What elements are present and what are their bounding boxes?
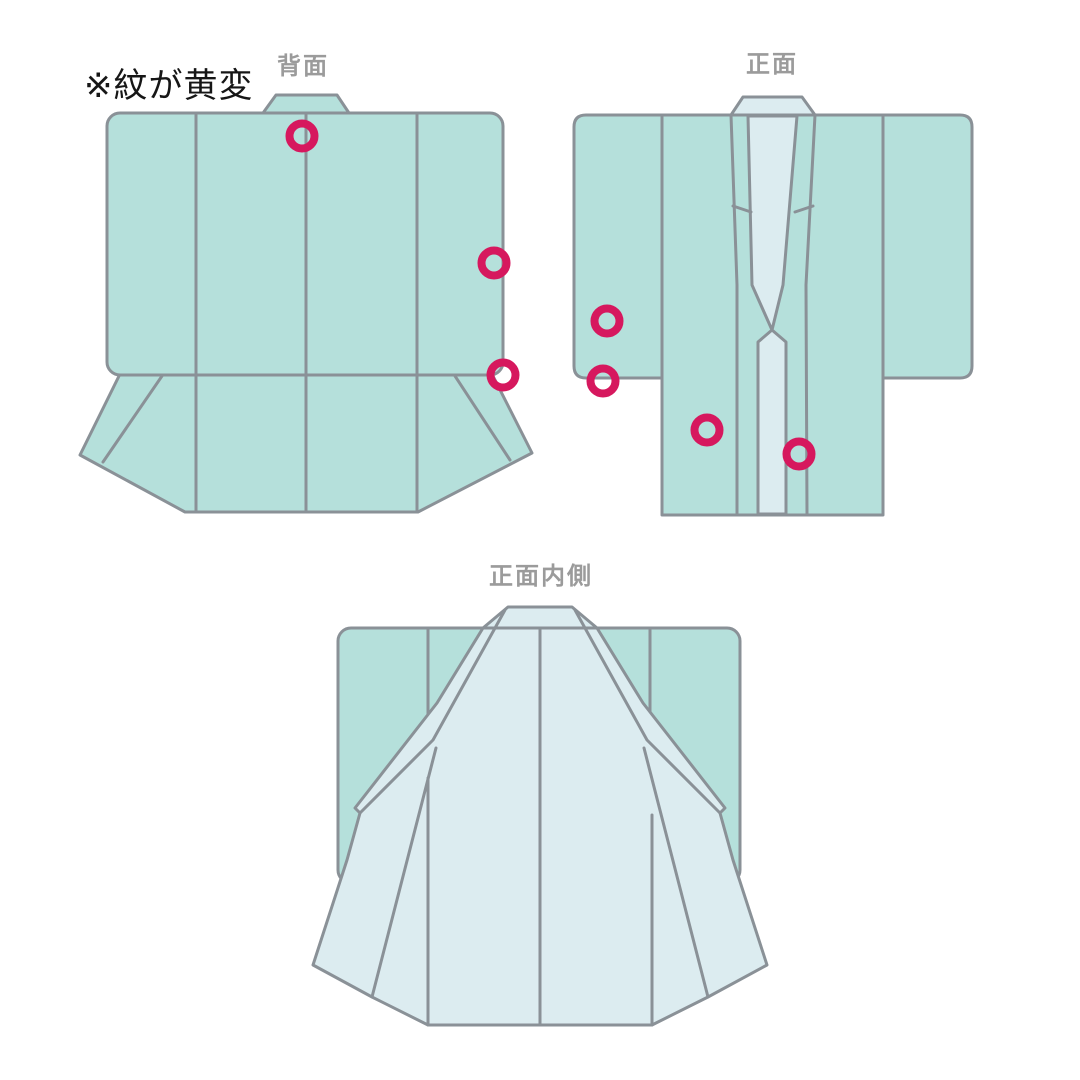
front-collar-cap bbox=[729, 95, 817, 117]
damage-marker bbox=[477, 246, 511, 280]
front-left-sleeve bbox=[572, 113, 664, 380]
front-collar-notch-left bbox=[731, 204, 753, 214]
damage-marker bbox=[486, 358, 520, 392]
inside-collar-strip-left bbox=[358, 608, 507, 815]
damage-marker bbox=[690, 413, 724, 447]
front-right-sleeve bbox=[881, 113, 974, 380]
back-skirt-fold-left bbox=[101, 374, 164, 464]
front-markers bbox=[586, 304, 816, 471]
front-collar-outer-right bbox=[804, 113, 817, 516]
front-inside-view bbox=[311, 605, 769, 1027]
back-markers bbox=[285, 119, 520, 392]
damage-marker bbox=[590, 304, 624, 338]
note-text: ※紋が黄変 bbox=[84, 67, 254, 105]
back-view-label: 背面 bbox=[277, 53, 329, 80]
front-view bbox=[572, 95, 974, 517]
front-collar-outer-left bbox=[729, 113, 739, 516]
inside-collar-strip-right bbox=[573, 608, 722, 815]
damage-marker bbox=[586, 364, 620, 398]
back-view bbox=[78, 93, 534, 514]
back-skirt-fold-right bbox=[453, 374, 512, 462]
back-collar bbox=[261, 93, 351, 115]
inside-fold-left bbox=[370, 746, 438, 999]
inside-fold-right bbox=[642, 746, 710, 999]
front-collar-v-panel bbox=[746, 114, 799, 516]
front-collar-notch-right bbox=[793, 204, 815, 214]
damage-marker bbox=[285, 119, 319, 153]
front-view-label: 正面 bbox=[746, 51, 798, 78]
damage-marker bbox=[782, 437, 816, 471]
front-inside-view-label: 正面内側 bbox=[489, 563, 593, 590]
